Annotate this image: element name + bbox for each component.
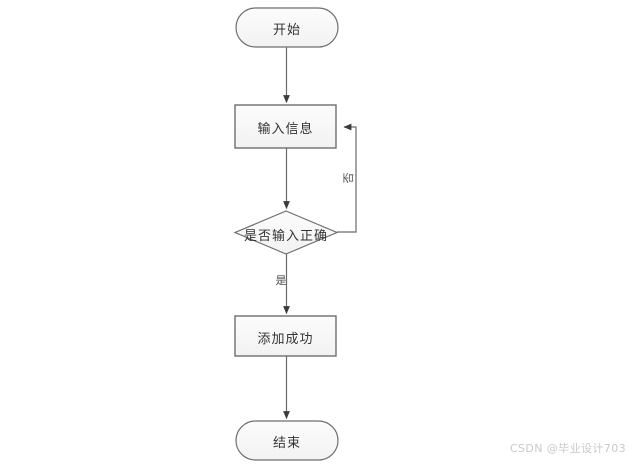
edge-label-yes: 是 — [275, 274, 287, 287]
node-input-information-label: 输入信息 — [257, 122, 314, 137]
node-start[interactable] — [235, 7, 339, 48]
watermark-text: CSDN @毕业设计703 — [509, 442, 626, 455]
node-decision-validate-input-label: 是否输入正确 — [243, 229, 328, 244]
node-add-success[interactable] — [234, 315, 337, 357]
node-end[interactable] — [235, 420, 339, 461]
node-end-label: 结束 — [272, 436, 301, 451]
edge-decision-back-to-input — [337, 123, 357, 233]
node-add-success-label: 添加成功 — [257, 332, 314, 347]
node-start-label: 开始 — [272, 23, 301, 38]
node-decision-validate-input[interactable] — [233, 210, 339, 255]
edge-label-no: 否 — [342, 172, 355, 184]
node-input-information[interactable] — [234, 104, 337, 149]
